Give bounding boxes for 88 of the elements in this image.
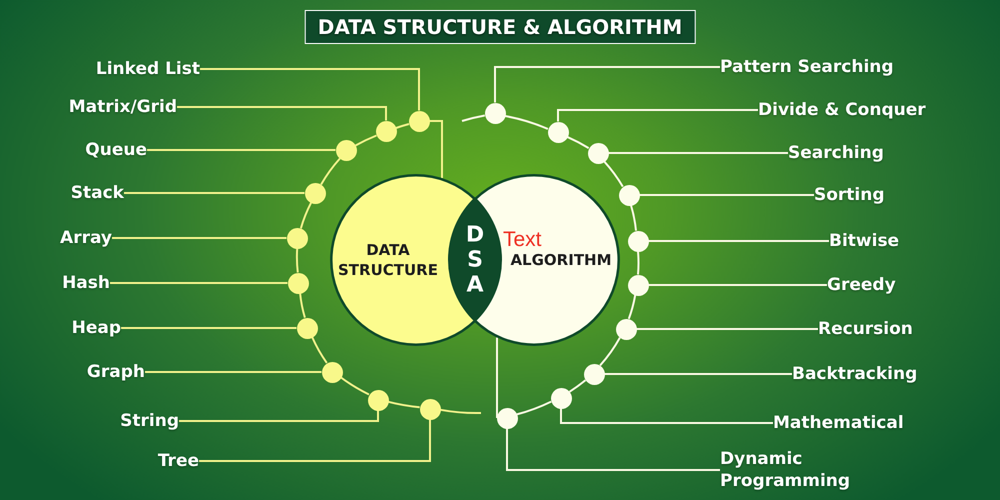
overlap-lens	[448, 197, 502, 323]
overlay-text: Text	[503, 229, 542, 251]
topic-label: Sorting	[814, 184, 885, 206]
arc-line	[396, 123, 410, 129]
topic-label: Tree	[158, 450, 199, 472]
leader-line	[604, 373, 792, 375]
arc-line	[311, 336, 328, 364]
junction-dot	[296, 318, 318, 338]
leader-line	[608, 152, 788, 154]
title: DATA STRUCTURE & ALGORITHM	[304, 10, 696, 44]
arc-line	[340, 376, 370, 396]
leader-line	[177, 106, 387, 120]
leader-line	[179, 410, 379, 422]
leader-line	[200, 68, 420, 110]
topic-label: Matrix/Grid	[68, 96, 177, 118]
arc-line	[462, 114, 485, 122]
junction-dot	[420, 398, 440, 420]
leader-line	[121, 327, 296, 329]
leader-line	[506, 428, 720, 471]
arc-line	[637, 251, 640, 275]
junction-dot	[286, 228, 308, 248]
leader-line	[557, 109, 758, 122]
leader-line	[636, 328, 818, 330]
junction-dot	[616, 318, 636, 340]
topic-label: Backtracking	[792, 363, 918, 385]
arc-line	[568, 379, 586, 393]
leader-line	[110, 282, 288, 284]
circle-label: DATA STRUCTURE	[337, 240, 439, 280]
junction-dot	[304, 182, 326, 204]
leader-line	[648, 284, 827, 286]
lens-label: D S A	[465, 222, 485, 298]
connector-line	[496, 338, 498, 418]
junction-dot	[484, 102, 506, 124]
arc-line	[355, 134, 377, 146]
junction-dot	[628, 230, 648, 252]
arc-line	[300, 202, 312, 229]
arc-line	[504, 115, 548, 130]
arc-line	[599, 337, 621, 366]
junction-dot	[376, 120, 396, 142]
topic-label: Divide & Conquer	[758, 99, 926, 121]
leader-line	[560, 408, 773, 424]
junction-dot	[618, 184, 640, 206]
junction-dot	[628, 274, 648, 296]
arc-line	[516, 400, 552, 416]
topic-label: Bitwise	[829, 230, 900, 252]
leader-line	[124, 192, 304, 194]
arc-line	[628, 294, 636, 320]
junction-dot	[322, 362, 342, 382]
topic-label: String	[120, 410, 179, 432]
arc-line	[299, 293, 306, 318]
leader-line	[494, 66, 720, 102]
arc-line	[630, 205, 637, 231]
junction-dot	[548, 122, 568, 142]
arc-line	[320, 158, 341, 186]
topic-label: Heap	[72, 317, 121, 339]
topic-label: Linked List	[96, 58, 200, 80]
leader-line	[648, 240, 829, 242]
junction-dot	[288, 272, 308, 294]
topic-label: Greedy	[827, 274, 896, 296]
topic-label: Graph	[86, 361, 145, 383]
leader-line	[147, 149, 336, 151]
topic-label: Array	[60, 227, 112, 249]
leader-line	[640, 194, 814, 196]
junction-dot	[368, 390, 388, 410]
junction-dot	[408, 110, 430, 132]
junction-dot	[550, 388, 572, 408]
topic-label: Recursion	[818, 318, 913, 340]
topic-label: Mathematical	[773, 412, 904, 434]
topic-label: Stack	[70, 182, 124, 204]
connector-line	[430, 120, 443, 178]
junction-dot	[588, 142, 608, 164]
topic-label: Hash	[62, 272, 110, 294]
topic-label: Pattern Searching	[720, 56, 894, 78]
arc-line	[296, 248, 299, 273]
topic-label: Dynamic Programming	[720, 448, 870, 492]
leader-line	[145, 371, 322, 373]
circle-label: ALGORITHM	[509, 250, 613, 270]
junction-dot	[584, 364, 604, 384]
leader-line	[199, 420, 431, 462]
arc-line	[603, 160, 624, 188]
topic-label: Searching	[788, 142, 884, 164]
junction-dot	[336, 140, 356, 160]
arc-line	[566, 136, 590, 149]
arc-line	[440, 408, 481, 414]
leader-line	[112, 237, 286, 239]
junction-dot	[496, 408, 518, 428]
topic-label: Queue	[85, 139, 147, 161]
arc-line	[388, 400, 420, 408]
